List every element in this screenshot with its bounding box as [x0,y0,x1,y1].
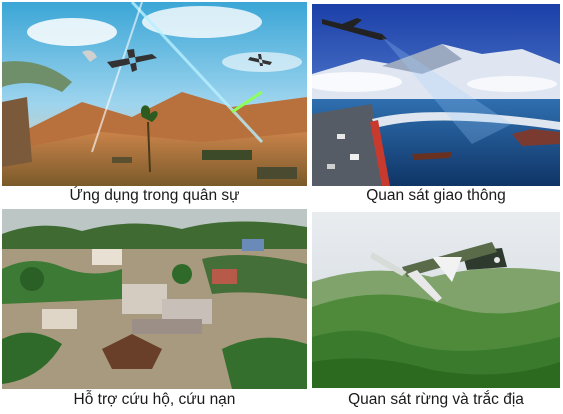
traffic-image [312,4,560,186]
rescue-image [2,209,307,389]
caption-military: Ứng dụng trong quân sự [69,187,240,204]
caption-rescue: Hỗ trợ cứu hộ, cứu nạn [73,391,236,408]
caption-traffic: Quan sát giao thông [366,187,506,204]
military-image [2,2,307,186]
caption-forest-survey: Quan sát rừng và trắc địa [348,391,524,408]
forest-survey-image [312,212,560,388]
